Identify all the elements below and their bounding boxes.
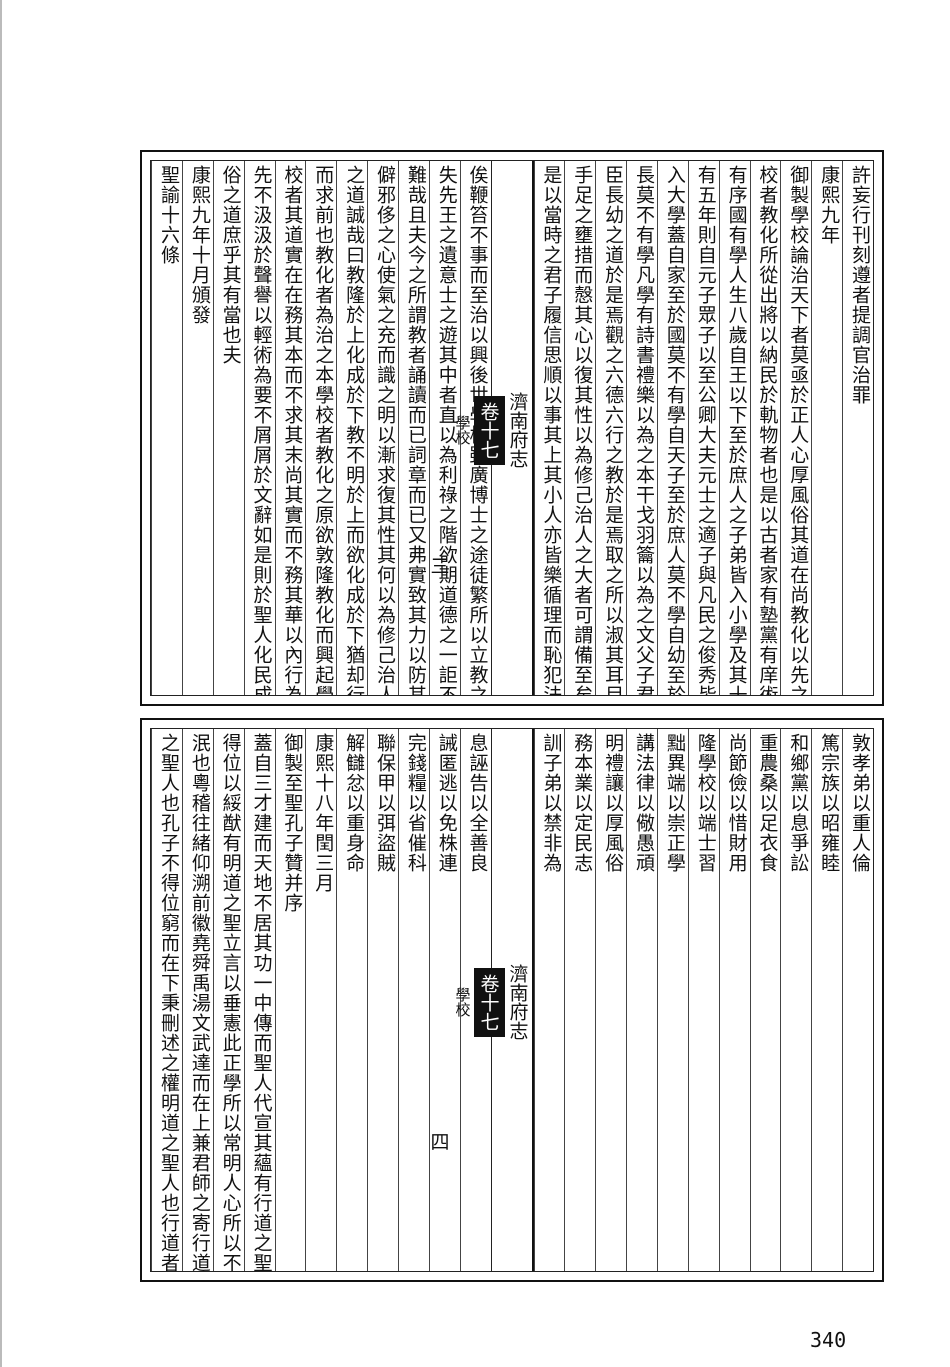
text-column: 而求前也教化者為治之本學校者教化之原欲敦隆教化而興起學 xyxy=(305,161,336,695)
text-column: 是以當時之君子履信思順以事其上其小人亦皆樂循理而恥犯法 xyxy=(533,161,565,695)
text-column: 俗之道庶乎其有當也夫 xyxy=(212,161,244,695)
text-column: 聖諭十六條 xyxy=(151,161,182,695)
text-column: 尚節儉以惜財用 xyxy=(718,729,750,1271)
text-column: 蓋自三才建而天地不居其功一中傳而聖人代宣其蘊有行道之聖 xyxy=(243,729,275,1271)
text-column: 校者其道實在在務其本而不求其末尚其實而不務其華以內行為 xyxy=(274,161,306,695)
text-column: 先不汲汲於聲譽以輕術為要不屑屑於文辭如是則於聖人化民成 xyxy=(243,161,275,695)
text-column: 長莫不有學凡學有詩書禮樂以為之本干戈羽籥以為之文父子君 xyxy=(626,161,657,695)
text-column: 隆學校以端士習 xyxy=(687,729,719,1271)
gazetteer-title: 濟南府志 xyxy=(506,964,529,1040)
text-column: 臣長幼之道於是焉觀之六德六行之教於是焉取之所以淑其耳目 xyxy=(595,161,626,695)
top-page: 許妄行刊刻遵者提調官治罪 康熙九年 御製學校論治天下者莫亟於正人心厚風俗其道在尚… xyxy=(140,150,884,706)
section-label: 學校 xyxy=(453,987,472,1017)
text-column: 重農桑以足衣食 xyxy=(749,729,781,1271)
text-column: 息誣告以全善良 xyxy=(459,729,491,1271)
bottom-page-columns: 敦孝弟以重人倫 篤宗族以昭雍睦 和鄉黨以息爭訟 重農桑以足衣食 尚節儉以惜財用 … xyxy=(151,729,873,1271)
text-column: 和鄉黨以息爭訟 xyxy=(780,729,811,1271)
text-column: 講法律以儆愚頑 xyxy=(626,729,657,1271)
text-column: 手足之壅措而慤其心以復其性以為修己治人之大者可謂備至矣 xyxy=(564,161,595,695)
page-number: 340 xyxy=(810,1328,847,1352)
text-column: 務本業以定民志 xyxy=(564,729,595,1271)
bottom-page: 敦孝弟以重人倫 篤宗族以昭雍睦 和鄉黨以息爭訟 重農桑以足衣食 尚節儉以惜財用 … xyxy=(140,718,884,1282)
text-column: 誡匿逃以免株連 xyxy=(428,729,460,1271)
text-column: 完錢糧以省催科 xyxy=(397,729,429,1271)
text-column: 康熙九年 xyxy=(811,161,842,695)
top-page-frame: 許妄行刊刻遵者提調官治罪 康熙九年 御製學校論治天下者莫亟於正人心厚風俗其道在尚… xyxy=(150,160,874,696)
text-column: 之道誠哉曰教隆於上化成於下教不明於上而欲化成於下猶却行 xyxy=(336,161,367,695)
text-column: 許妄行刊刻遵者提調官治罪 xyxy=(842,161,873,695)
text-column: 御製至聖孔子贊并序 xyxy=(274,729,306,1271)
scan-edge-rule xyxy=(0,0,2,1367)
text-column: 有序國有學人生八歲自王以下至於庶人之子弟皆入小學及其十 xyxy=(718,161,750,695)
text-column: 篤宗族以昭雍睦 xyxy=(811,729,842,1271)
text-column: 之聖人也孔子不得位窮而在下秉刪述之權明道之聖人也行道者 xyxy=(151,729,182,1271)
volume-label: 卷十七 xyxy=(473,395,505,465)
text-column: 入大學蓋自家至於國莫不有學自天子至於庶人莫不學自幼至於 xyxy=(656,161,688,695)
text-column: 敦孝弟以重人倫 xyxy=(842,729,873,1271)
section-label: 學校 xyxy=(453,415,472,445)
text-column: 僻邪侈之心使氣之充而識之明以漸求復其性其何以為修己治人 xyxy=(367,161,398,695)
leaf-number: 四 xyxy=(427,1132,450,1151)
text-column: 康熙十八年閏三月 xyxy=(305,729,336,1271)
text-column: 御製學校論治天下者莫亟於正人心厚風俗其道在尚教化以先之學 xyxy=(780,161,811,695)
center-margin: 濟南府志 卷十七 學校 三 xyxy=(428,161,534,695)
text-column: 聯保甲以弭盜賊 xyxy=(367,729,398,1271)
text-column: 泯也粵稽往緒仰溯前徽堯舜禹湯文武達而在上兼君師之寄行道 xyxy=(181,729,213,1271)
text-column: 有五年則自元子眾子以至公卿大夫元士之適子與凡民之俊秀皆 xyxy=(687,161,719,695)
text-column: 得位以綏猷有明道之聖立言以垂憲此正學所以常明人心所以不 xyxy=(212,729,244,1271)
leaf-number: 三 xyxy=(427,556,450,575)
center-margin: 濟南府志 卷十七 學校 四 xyxy=(428,729,534,1271)
text-column: 難哉且夫今之所謂教者誦讀而已詞章而已又弗實致其力以防其放 xyxy=(397,161,429,695)
text-column: 失先王之遺意士之遊其中者直以為利祿之階欲期道德之一詎不 xyxy=(428,161,460,695)
volume-label: 卷十七 xyxy=(473,967,505,1037)
top-page-columns: 許妄行刊刻遵者提調官治罪 康熙九年 御製學校論治天下者莫亟於正人心厚風俗其道在尚… xyxy=(151,161,873,695)
gazetteer-title: 濟南府志 xyxy=(506,392,529,468)
text-column: 解讎忿以重身命 xyxy=(336,729,367,1271)
text-column: 校者教化所從出將以納民於軌物者也是以古者家有塾黨有庠術 xyxy=(749,161,781,695)
text-column: 訓子弟以禁非為 xyxy=(533,729,565,1271)
bottom-page-frame: 敦孝弟以重人倫 篤宗族以昭雍睦 和鄉黨以息爭訟 重農桑以足衣食 尚節儉以惜財用 … xyxy=(150,728,874,1272)
text-column: 黜異端以崇正學 xyxy=(656,729,688,1271)
text-column: 明禮讓以厚風俗 xyxy=(595,729,626,1271)
text-column: 康熙九年十月頒發 xyxy=(181,161,213,695)
